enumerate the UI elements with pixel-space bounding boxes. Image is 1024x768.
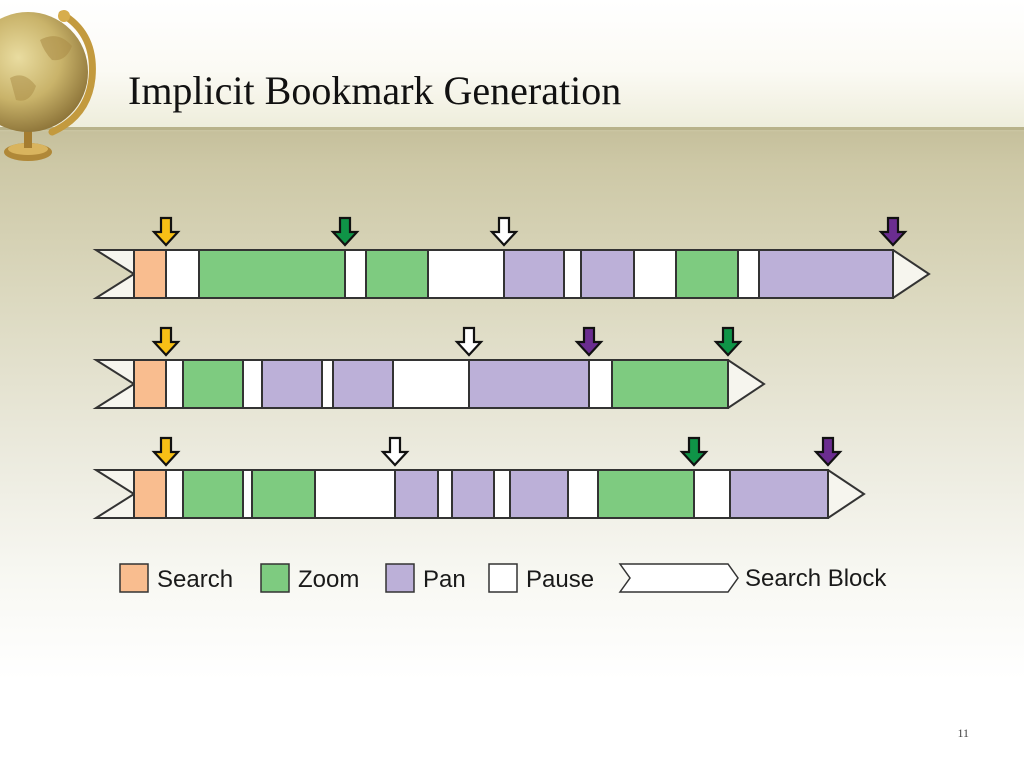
segment-pause xyxy=(165,249,200,299)
segment-zoom xyxy=(251,469,316,519)
segment-pan xyxy=(261,359,323,409)
segment-pause xyxy=(427,249,505,299)
segment-pause xyxy=(633,249,677,299)
segment-zoom xyxy=(597,469,695,519)
bookmark-arrow-search xyxy=(151,216,181,247)
legend-swatch-pause xyxy=(488,563,518,593)
segment-zoom xyxy=(675,249,739,299)
title-band xyxy=(0,0,1024,128)
segment-pause xyxy=(437,469,453,519)
bookmark-arrow-zoom xyxy=(713,326,743,357)
segment-pan xyxy=(503,249,565,299)
bookmark-arrow-search xyxy=(151,436,181,467)
legend-swatch-pan xyxy=(385,563,415,593)
segment-pause xyxy=(165,469,184,519)
segment-search xyxy=(133,469,167,519)
segment-zoom xyxy=(611,359,729,409)
bookmark-arrow-zoom xyxy=(330,216,360,247)
bookmark-arrow-zoom xyxy=(679,436,709,467)
bookmark-arrow-pause xyxy=(380,436,410,467)
segment-pan xyxy=(729,469,829,519)
bookmark-arrow-pause xyxy=(454,326,484,357)
segment-pause xyxy=(567,469,599,519)
segment-pan xyxy=(451,469,495,519)
segment-zoom xyxy=(182,359,244,409)
segment-pan xyxy=(580,249,635,299)
legend-label-search-block: Search Block xyxy=(745,565,887,592)
bookmark-arrow-pan xyxy=(813,436,843,467)
segment-pause xyxy=(344,249,367,299)
timeline-row xyxy=(92,216,931,299)
segment-pause xyxy=(321,359,334,409)
slide-title: Implicit Bookmark Generation xyxy=(128,68,622,113)
segment-pause xyxy=(588,359,613,409)
segment-zoom xyxy=(365,249,429,299)
segment-pause xyxy=(242,359,263,409)
title-rule xyxy=(0,127,1024,130)
segment-pan xyxy=(509,469,569,519)
bookmark-arrow-pan xyxy=(574,326,604,357)
segment-pause xyxy=(493,469,511,519)
page-number: 11 xyxy=(957,726,969,740)
segment-pan xyxy=(468,359,590,409)
segment-pan xyxy=(394,469,439,519)
bookmark-arrow-search xyxy=(151,326,181,357)
timeline-row xyxy=(92,326,766,409)
segment-pause xyxy=(314,469,396,519)
segment-search xyxy=(133,249,167,299)
legend-label-search: Search xyxy=(157,566,233,593)
segment-pause xyxy=(737,249,760,299)
segment-pause xyxy=(563,249,582,299)
segment-pause xyxy=(242,469,253,519)
bookmark-arrow-pause xyxy=(489,216,519,247)
legend-swatch-zoom xyxy=(260,563,290,593)
segment-pause xyxy=(165,359,184,409)
legend-swatch-search-block xyxy=(618,563,739,593)
segment-zoom xyxy=(198,249,346,299)
segment-pause xyxy=(693,469,731,519)
segment-pan xyxy=(332,359,394,409)
timeline-row xyxy=(92,436,866,519)
globe-icon xyxy=(0,10,96,161)
legend: Search Zoom Pan Pause Search Block xyxy=(119,563,887,593)
legend-label-pan: Pan xyxy=(423,566,466,593)
legend-swatch-search xyxy=(119,563,149,593)
segment-zoom xyxy=(182,469,244,519)
segment-pan xyxy=(758,249,894,299)
legend-label-pause: Pause xyxy=(526,566,594,593)
legend-label-zoom: Zoom xyxy=(298,566,359,593)
segment-search xyxy=(133,359,167,409)
bookmark-arrow-pan xyxy=(878,216,908,247)
segment-pause xyxy=(392,359,470,409)
